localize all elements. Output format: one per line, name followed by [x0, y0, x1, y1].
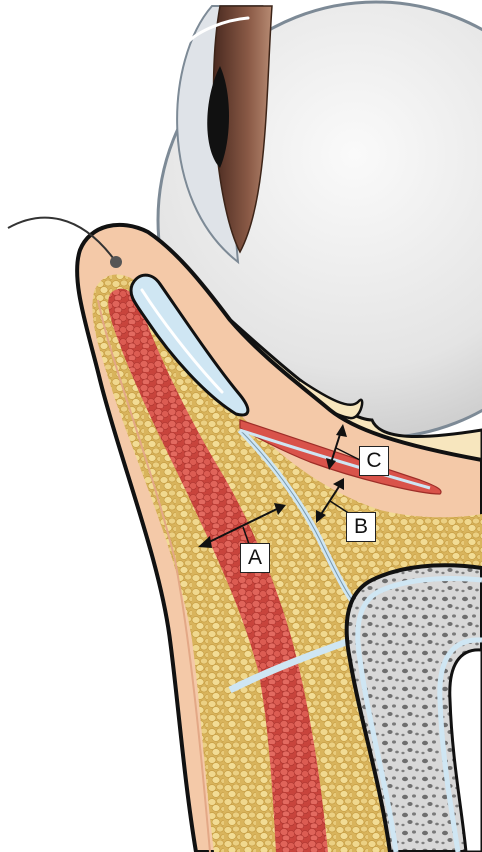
label-b: B: [346, 512, 376, 542]
label-a: A: [240, 543, 270, 573]
label-c: C: [359, 446, 389, 476]
suture-knot: [110, 256, 122, 268]
